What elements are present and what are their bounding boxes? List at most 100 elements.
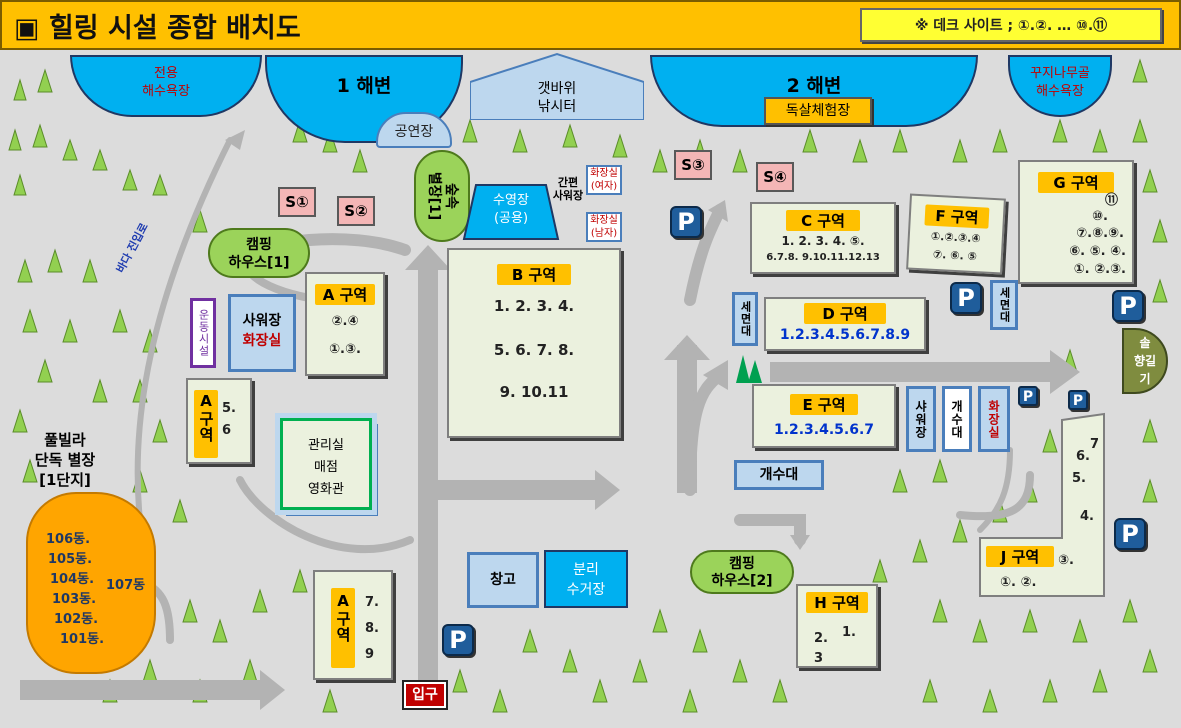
restroom-s2[interactable]: S② xyxy=(337,196,375,226)
villa-unit-103[interactable]: 103동. xyxy=(52,592,97,607)
private-beach[interactable]: 전용 해수욕장 xyxy=(70,55,262,117)
ggujji-line2: 해수욕장 xyxy=(1036,84,1084,99)
villa-unit-105[interactable]: 105동. xyxy=(48,552,93,567)
sports-facility[interactable]: 운동시설 xyxy=(190,298,216,368)
ggujji-line1: 꾸지나무골 xyxy=(1030,66,1090,81)
recycling-area[interactable]: 분리 수거장 xyxy=(544,550,628,608)
pool-villa-line1: 풀빌라 xyxy=(44,431,86,449)
sink-vertical[interactable]: 개수대 xyxy=(942,386,972,452)
camping-house-2[interactable]: 캠핑 하우스[2] xyxy=(690,550,794,594)
zone-a2-row2: 6 xyxy=(222,423,232,438)
management-office[interactable]: 관리실 매점 영화관 xyxy=(275,413,377,515)
parking-icon[interactable]: P xyxy=(1018,386,1038,406)
shower-restroom-line2: 화장실 xyxy=(242,333,282,349)
restroom-women-line2: (여자) xyxy=(590,181,618,192)
pine-trail-line2: 향길 xyxy=(1133,354,1157,368)
zone-b-row3: 9. 10.11 xyxy=(499,383,569,401)
wash-station-2-label: 세면대 xyxy=(998,287,1011,323)
recycling-line2: 수거장 xyxy=(566,582,606,598)
rock-fishing-line2: 낚시터 xyxy=(537,99,577,115)
pine-scent-trail[interactable]: 솔 향길 기 xyxy=(1122,328,1168,394)
zone-g-row1: ⑪ xyxy=(1104,193,1118,208)
zone-g-row4: ⑥. ⑤. ④. xyxy=(1069,244,1126,259)
wash-station-2[interactable]: 세면대 xyxy=(990,280,1018,330)
villa-unit-104[interactable]: 104동. xyxy=(50,572,95,587)
wash-station-1[interactable]: 세면대 xyxy=(732,292,758,346)
zone-c[interactable]: C 구역 1. 2. 3. 4. ⑤. 6.7.8. 9.10.11.12.13 xyxy=(750,202,896,274)
zone-g-row3: ⑦.⑧.⑨. xyxy=(1076,226,1124,241)
camping-house-1[interactable]: 캠핑 하우스[1] xyxy=(208,228,310,278)
zone-j-col2: 6. xyxy=(1076,449,1090,464)
pine-trees xyxy=(736,355,762,383)
zone-c-label: C 구역 xyxy=(786,210,860,231)
recycling-line1: 분리 xyxy=(573,562,599,578)
zone-h-row1: 1. xyxy=(842,625,856,640)
deck-site-note: ※ 데크 사이트 ; ①.②. … ⑩.⑪ xyxy=(860,8,1162,42)
restroom-s1[interactable]: S① xyxy=(278,187,316,217)
villa-unit-102[interactable]: 102동. xyxy=(54,612,99,627)
villa-unit-106[interactable]: 106동. xyxy=(46,532,91,547)
zone-a1-row1: ②.④ xyxy=(331,314,359,329)
parking-icon[interactable]: P xyxy=(950,282,982,314)
parking-icon[interactable]: P xyxy=(442,624,474,656)
rock-fishing[interactable]: 갯바위 낚시터 xyxy=(470,52,644,120)
zone-a3-label-text: A구역 xyxy=(334,592,352,643)
parking-icon[interactable]: P xyxy=(670,206,702,238)
zone-d-row1: 1.2.3.4.5.6.7.8.9 xyxy=(779,327,911,343)
villa-unit-101[interactable]: 101동. xyxy=(60,632,105,647)
restroom-s4[interactable]: S④ xyxy=(756,162,794,192)
amphitheater[interactable]: 공연장 xyxy=(376,112,452,148)
zone-b[interactable]: B 구역 1. 2. 3. 4. 5. 6. 7. 8. 9. 10.11 xyxy=(447,248,621,438)
zone-j-col3: 5. xyxy=(1072,471,1086,486)
forest-villa-line1: 숲속 xyxy=(443,183,459,209)
zone-h[interactable]: H 구역 1. 2. 3 xyxy=(796,584,878,668)
villa-unit-107[interactable]: 107동 xyxy=(106,578,146,593)
zone-a3-row1: 7. xyxy=(365,595,379,610)
parking-icon[interactable]: P xyxy=(1068,390,1088,410)
restroom-men-line1: 화장실 xyxy=(590,215,618,226)
zone-a2-label: A구역 xyxy=(194,390,218,458)
storage[interactable]: 창고 xyxy=(467,552,539,608)
zone-j-col4: 4. xyxy=(1080,509,1094,524)
sports-facility-label: 운동시설 xyxy=(197,309,210,357)
pool-villa-area[interactable]: 106동. 105동. 104동. 103동. 102동. 101동. 107동 xyxy=(26,492,156,674)
zone-e[interactable]: E 구역 1.2.3.4.5.6.7 xyxy=(752,384,896,448)
zone-a2[interactable]: A구역 5. 6 xyxy=(186,378,252,464)
zone-j-label: J 구역 xyxy=(986,546,1054,567)
zone-a1-row2: ①.③. xyxy=(329,342,361,357)
parking-icon[interactable]: P xyxy=(1114,518,1146,550)
entrance[interactable]: 입구 xyxy=(402,680,448,710)
zone-e-row1: 1.2.3.4.5.6.7 xyxy=(773,422,875,438)
zone-a2-label-text: A구역 xyxy=(197,392,215,443)
office-line1: 관리실 xyxy=(308,438,344,453)
restroom-vertical[interactable]: 화장실 xyxy=(978,386,1010,452)
simple-shower-line2: 사워장 xyxy=(552,189,584,202)
zone-h-label: H 구역 xyxy=(806,592,868,613)
sink-area[interactable]: 개수대 xyxy=(734,460,824,490)
camping-house-1-line1: 캠핑 xyxy=(246,237,272,253)
zone-d[interactable]: D 구역 1.2.3.4.5.6.7.8.9 xyxy=(764,297,926,351)
pool-villa-title: 풀빌라 단독 별장 [1단지] xyxy=(22,430,108,490)
forest-villa-1[interactable]: 숲속 별장[1] xyxy=(414,150,470,242)
pool-line1: 수영장 xyxy=(493,193,529,208)
zone-a3[interactable]: A구역 7. 8. 9 xyxy=(313,570,393,680)
restroom-men[interactable]: 화장실 (남자) xyxy=(586,212,622,242)
parking-icon[interactable]: P xyxy=(1112,290,1144,322)
zone-g[interactable]: G 구역 ⑪ ⑩. ⑦.⑧.⑨. ⑥. ⑤. ④. ①. ②.③. xyxy=(1018,160,1134,284)
shower-room-vertical-label: 샤워장 xyxy=(913,399,928,439)
simple-shower[interactable]: 간편 사워장 xyxy=(548,176,588,202)
mudflat-experience[interactable]: 독살체험장 xyxy=(764,97,872,125)
forest-villa-line2: 별장[1] xyxy=(426,171,442,221)
restroom-women[interactable]: 화장실 (여자) xyxy=(586,165,622,195)
pine-trail-line3: 기 xyxy=(1139,372,1151,386)
restroom-women-line1: 화장실 xyxy=(590,168,618,179)
rock-fishing-shape xyxy=(470,52,644,120)
zone-f[interactable]: F 구역 ①.②.③.④ ⑦. ⑥. ⑤ xyxy=(906,193,1006,275)
zone-a1[interactable]: A 구역 ②.④ ①.③. xyxy=(305,272,385,376)
pool[interactable]: 수영장 (공용) xyxy=(462,183,560,241)
pool-villa-line2: 단독 별장 xyxy=(34,451,96,469)
shower-restroom[interactable]: 사워장 화장실 xyxy=(228,294,296,372)
zone-j[interactable]: 7 6. 5. 4. J 구역 ③. ①. ②. xyxy=(976,412,1108,600)
restroom-s3[interactable]: S③ xyxy=(674,150,712,180)
shower-room-vertical[interactable]: 샤워장 xyxy=(906,386,936,452)
